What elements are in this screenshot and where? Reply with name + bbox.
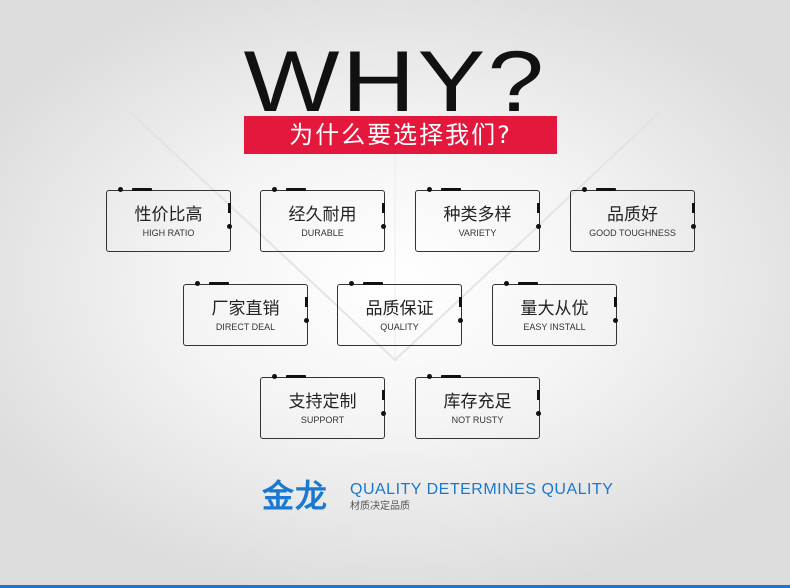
card-subtitle-en: VARIETY [458,228,497,238]
card-title-cn: 品质保证 [365,299,434,319]
brand-slogan-cn: 材质决定品质 [350,501,410,512]
card-title-cn: 库存充足 [443,392,512,412]
card-title-cn: 支持定制 [288,392,357,412]
headline: WHY? [243,34,547,130]
brand-slogan: QUALITY DETERMINES QUALITY [350,481,614,498]
feature-card-easy-install: 量大从优 EASY INSTALL [492,281,618,346]
card-subtitle-en: DURABLE [301,228,344,238]
bottom-accent-line [0,585,790,588]
card-title-cn: 种类多样 [443,205,512,225]
card-subtitle-en: EASY INSTALL [523,322,586,332]
card-subtitle-en: DIRECT DEAL [215,322,276,332]
feature-card-high-ratio: 性价比高 HIGH RATIO [106,187,232,252]
card-subtitle-en: GOOD TOUGHNESS [589,228,676,238]
card-title-cn: 厂家直销 [211,299,280,319]
card-title-cn: 经久耐用 [288,205,357,225]
card-title-cn: 品质好 [607,205,658,225]
feature-card-variety: 种类多样 VARIETY [415,187,541,252]
card-subtitle-en: QUALITY [380,322,419,332]
brand-name: 金龙 [262,477,329,515]
card-subtitle-en: NOT RUSTY [451,415,504,425]
feature-card-good-toughness: 品质好 GOOD TOUGHNESS [570,187,696,252]
feature-card-direct-deal: 厂家直销 DIRECT DEAL [183,281,309,346]
feature-card-durable: 经久耐用 DURABLE [260,187,386,252]
card-subtitle-en: HIGH RATIO [142,228,195,238]
card-subtitle-en: SUPPORT [300,415,345,425]
card-title-cn: 性价比高 [134,205,203,225]
feature-card-not-rusty: 库存充足 NOT RUSTY [415,374,541,439]
subtitle-banner: 为什么要选择我们? [244,116,557,154]
card-title-cn: 量大从优 [520,299,589,319]
feature-card-support: 支持定制 SUPPORT [260,374,386,439]
feature-card-quality: 品质保证 QUALITY [337,281,463,346]
